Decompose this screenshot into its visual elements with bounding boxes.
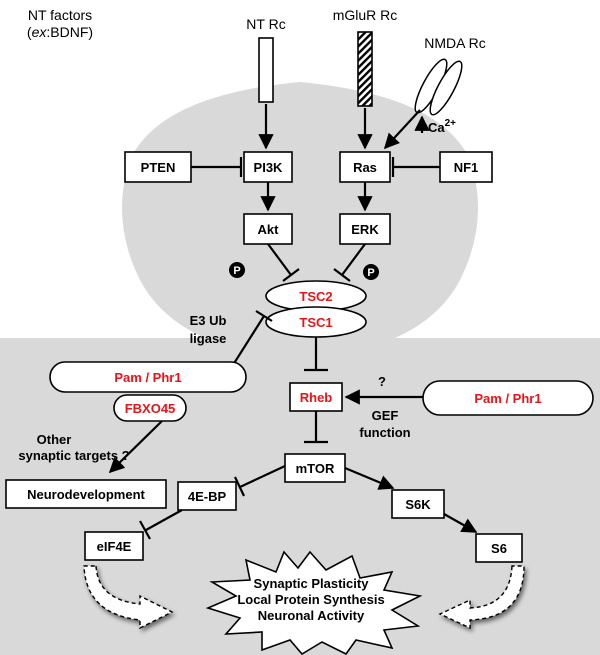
tsc2-label: TSC2: [299, 289, 332, 304]
outcome-line3: Neuronal Activity: [258, 608, 365, 623]
eif4e-to-outcome-arrow: [83, 565, 174, 630]
tsc1-label: TSC1: [299, 315, 332, 330]
phospho-icon-akt: P: [229, 262, 245, 278]
other-label: Other: [37, 432, 72, 447]
other-synaptic-targets-label: synaptic targets ?: [18, 448, 129, 463]
pten-label: PTEN: [141, 160, 176, 175]
phospho-label-akt: P: [233, 265, 240, 277]
pam-phr1-left-label: Pam / Phr1: [114, 370, 181, 385]
rheb-box: [289, 382, 343, 412]
mtor-inhibits-4ebp: [239, 465, 286, 488]
mtor-box: [284, 453, 346, 483]
nmda-receptor-icon: [414, 58, 463, 116]
rheb-label: Rheb: [300, 390, 333, 405]
nt-receptor-icon: [258, 37, 274, 103]
s6k-label: S6K: [405, 497, 431, 512]
4ebp-box: [177, 481, 237, 511]
calcium-label: Ca2+: [428, 118, 456, 135]
dendritic-spine-shape: [0, 82, 600, 655]
gef-label: GEF: [372, 408, 399, 423]
outcome-line1: Synaptic Plasticity: [254, 576, 370, 591]
erk-inhibit-bar: [333, 268, 351, 282]
nt-receptor-label: NT Rc: [246, 16, 285, 32]
neurodevelopment-box: [5, 479, 167, 509]
s6-box: [475, 533, 523, 563]
fbxo45-to-neurodevelopment-arrow: [108, 420, 163, 474]
erk-box: [339, 213, 391, 245]
fbxo45-node: [113, 394, 187, 422]
fbxo45-label: FBXO45: [125, 401, 176, 416]
mtor-inhibit-4ebp-bar: [234, 476, 245, 497]
ligase-label: ligase: [190, 331, 227, 346]
nmda-to-ras-arrow: [383, 109, 421, 150]
question-mark-label: ?: [378, 374, 386, 389]
phospho-label-erk: P: [367, 267, 374, 279]
akt-inhibits-tsc: [267, 243, 292, 276]
pam-inhibits-tsc: [232, 315, 265, 366]
pam-phr1-left-node: [49, 361, 247, 393]
ras-box: [339, 151, 391, 183]
4ebp-inhibits-eif4e: [145, 509, 183, 531]
function-label: function: [359, 425, 410, 440]
outcome-line2: Local Protein Synthesis: [237, 592, 384, 607]
eif4e-box: [84, 531, 144, 561]
mglur-receptor-icon: [357, 31, 373, 107]
pam-phr1-right-label: Pam / Phr1: [474, 391, 541, 406]
neurodevelopment-label: Neurodevelopment: [27, 487, 145, 502]
nt-factors-example: (ex:BDNF): [27, 24, 93, 40]
4ebp-label: 4E-BP: [188, 489, 227, 504]
nt-factors-label: NT factors: [28, 7, 92, 23]
eif4e-label: eIF4E: [97, 539, 132, 554]
mglur-receptor-label: mGluR Rc: [333, 7, 398, 23]
pam-inhibit-bar: [255, 310, 273, 322]
nmda-receptor-label: NMDA Rc: [424, 35, 485, 51]
s6k-box: [391, 489, 445, 519]
nf1-label: NF1: [454, 160, 479, 175]
outcome-starburst: [205, 550, 423, 655]
pi3k-label: PI3K: [254, 160, 284, 175]
erk-inhibits-tsc: [341, 243, 366, 276]
mtor-to-s6k-arrow: [344, 466, 395, 490]
mtor-label: mTOR: [296, 461, 335, 476]
akt-label: Akt: [258, 222, 280, 237]
nf1-box: [439, 151, 493, 183]
4ebp-inhibit-bar: [139, 520, 151, 540]
akt-inhibit-bar: [282, 268, 300, 282]
pi3k-box: [243, 151, 293, 183]
phospho-icon-erk: P: [363, 264, 379, 280]
s6-to-outcome-arrow: [438, 565, 525, 630]
s6k-to-s6-arrow: [443, 513, 478, 533]
erk-label: ERK: [351, 222, 379, 237]
s6-label: S6: [491, 541, 507, 556]
ras-label: Ras: [353, 160, 377, 175]
e3-ub-label: E3 Ub: [190, 313, 227, 328]
